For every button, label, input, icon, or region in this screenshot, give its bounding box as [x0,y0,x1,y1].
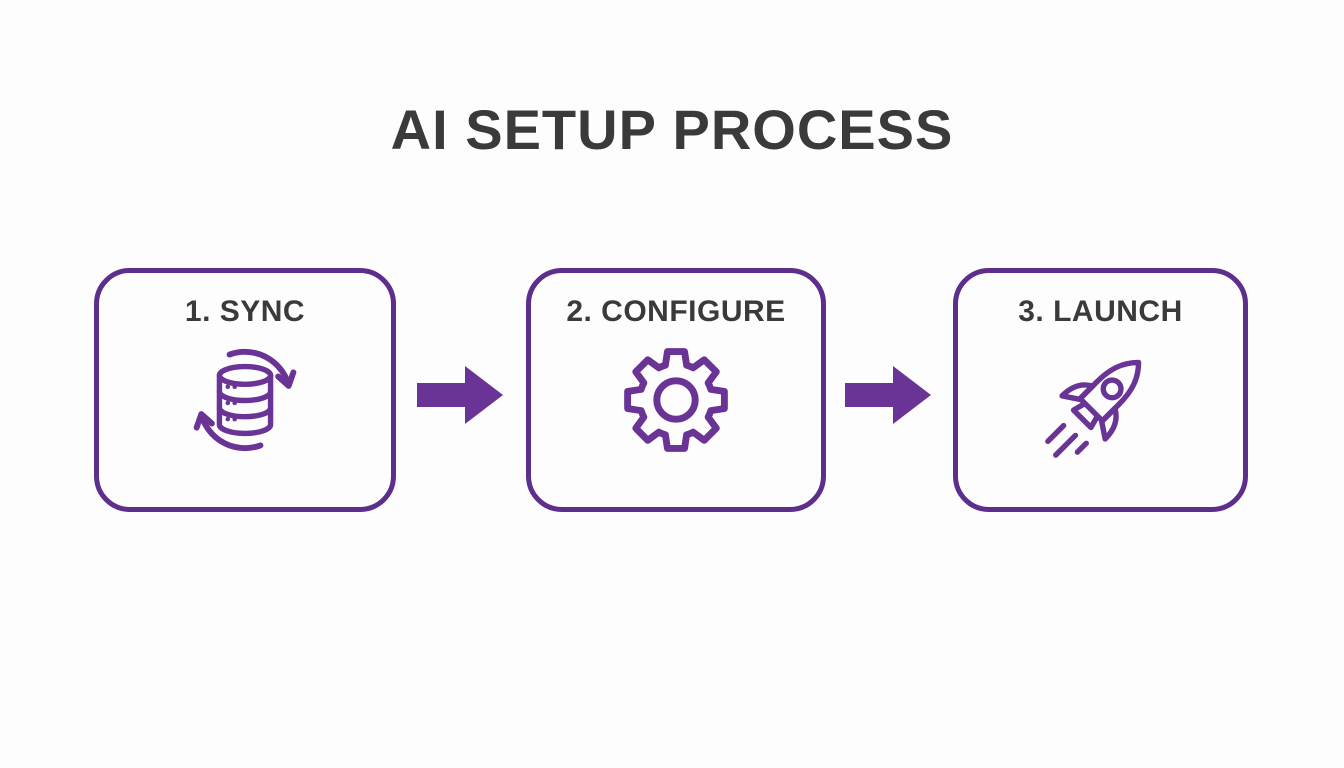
arrow-right-icon [845,366,931,424]
step-card-sync: 1. SYNC [94,268,396,512]
rocket-icon [1044,359,1141,458]
step-card-configure: 2. CONFIGURE [526,268,826,512]
step-label-launch: 3. LAUNCH [1018,295,1183,328]
arrow-right-icon [417,366,503,424]
step-label-sync: 1. SYNC [184,295,306,328]
page-title: AI SETUP PROCESS [390,98,954,161]
gear-icon [624,348,728,452]
step-label-configure: 2. CONFIGURE [566,295,786,328]
step-card-launch: 3. LAUNCH [953,268,1248,512]
database-sync-icon [193,348,297,452]
